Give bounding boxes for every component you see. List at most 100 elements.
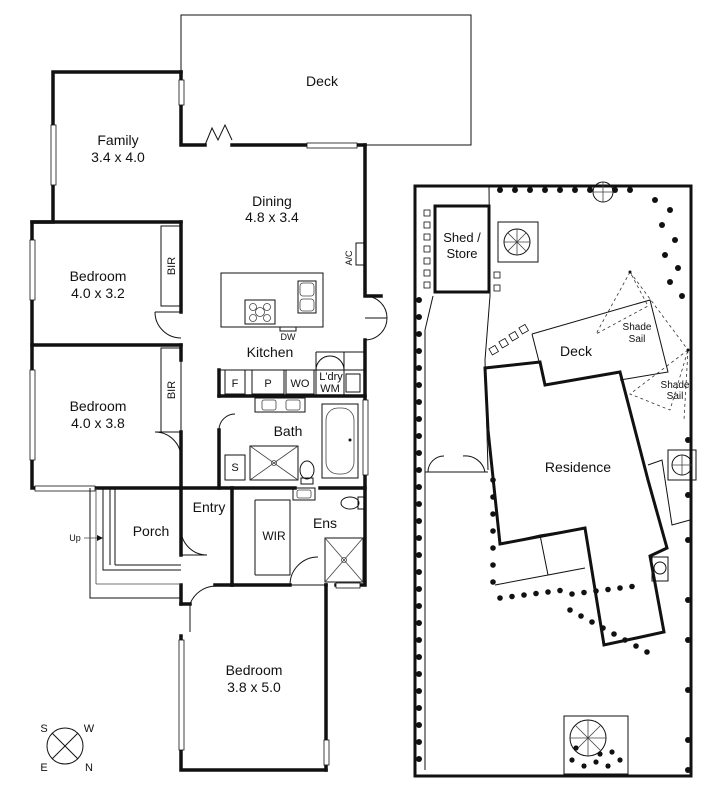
shrub-dot: [611, 631, 617, 637]
shrub-dot: [490, 477, 496, 483]
dw-label: DW: [281, 332, 296, 342]
shrub-dot: [416, 348, 422, 354]
shrub-dot: [685, 687, 691, 693]
deck-label: Deck: [306, 73, 339, 89]
shrub-dot: [627, 187, 633, 193]
fridge-label: F: [232, 378, 239, 390]
shrub-dot: [521, 592, 527, 598]
shrub-dot: [416, 620, 422, 626]
wall-oven-label: WO: [291, 378, 310, 390]
porch-label: Porch: [133, 523, 170, 539]
shrub-dot: [672, 237, 678, 243]
shrub-dot: [569, 591, 575, 597]
shrub-dot: [675, 265, 681, 271]
shrub-dot: [605, 763, 611, 769]
shrub-dot: [416, 756, 422, 762]
compass: S W E N: [40, 723, 94, 774]
doors: [154, 123, 388, 632]
ensuite-label: Ens: [313, 515, 337, 531]
family-dims: 3.4 x 4.0: [91, 149, 145, 165]
shrub-dot: [685, 492, 691, 498]
windows: [29, 79, 369, 766]
washing-machine-label: WM: [320, 383, 340, 395]
dining-label: Dining: [252, 193, 292, 209]
shrub-dot: [557, 187, 563, 193]
shrub-dot: [667, 207, 673, 213]
shrub-dot: [416, 331, 422, 337]
cooktop: [244, 299, 276, 325]
shrub-dot: [652, 197, 658, 203]
shrub-dot: [416, 450, 422, 456]
shrub-dot: [605, 586, 611, 593]
shrub-dot: [679, 293, 685, 299]
bir2-label: BIR: [166, 381, 178, 399]
shrub-dot: [667, 279, 673, 285]
family-label: Family: [97, 132, 138, 148]
shrub-dot: [490, 494, 496, 500]
shrub-dot: [416, 637, 422, 643]
shrub-dot: [416, 314, 422, 320]
residence-footprint: [483, 360, 669, 647]
shrub-dot: [685, 767, 691, 773]
shrub-dot: [617, 757, 623, 763]
site-plan: Shed / Store Deck: [413, 181, 697, 778]
shrubs: [416, 187, 691, 773]
shrub-dot: [629, 583, 635, 590]
shrub-dot: [416, 552, 422, 558]
shade-sail-1b: Sail: [629, 334, 646, 345]
bedroom2-dims: 4.0 x 3.8: [71, 415, 125, 431]
shrub-dot: [416, 705, 422, 711]
bir-closet-1: [160, 225, 182, 307]
shrub-dot: [557, 587, 563, 594]
shrub-dot: [578, 613, 584, 619]
shrub-dot: [416, 688, 422, 694]
shrub-dot: [490, 528, 496, 534]
shrub-dot: [527, 187, 533, 193]
washing-machine: [345, 373, 361, 393]
shrub-dot: [609, 749, 615, 755]
shrub-dot: [416, 671, 422, 677]
bedroom2-label: Bedroom: [70, 398, 127, 414]
shrub-dot: [533, 590, 539, 597]
porch: [84, 488, 181, 599]
shrub-dot: [581, 763, 587, 769]
shrub-dot: [685, 537, 691, 543]
shed-label-2: Store: [446, 246, 477, 261]
bedroom3-dims: 3.8 x 5.0: [227, 679, 281, 695]
shrub-dot: [685, 597, 691, 603]
paver-column: [423, 209, 530, 356]
dining-dims: 4.8 x 3.4: [245, 209, 299, 225]
shrub-dot: [509, 593, 515, 600]
bedroom1-dims: 4.0 x 3.2: [71, 285, 125, 301]
shrub-dot: [622, 637, 628, 643]
shrub-dot: [542, 187, 548, 193]
shrub-dot: [416, 722, 422, 728]
shrub-dot: [512, 187, 518, 193]
deck-outline: [180, 14, 472, 146]
shrub-dot: [633, 643, 639, 649]
shrub-dot: [593, 588, 599, 594]
shrub-dot: [416, 739, 422, 745]
shrub-dot: [597, 751, 603, 757]
shrub-dot: [416, 416, 422, 422]
floor-plan: Deck Family 3.4 x 4.0 Dining 4.8 x 3.4 K…: [29, 14, 472, 772]
shrub-dot: [581, 589, 587, 596]
shrub-dot: [685, 637, 691, 643]
kitchen-label: Kitchen: [247, 344, 294, 360]
shrub-dot: [416, 501, 422, 507]
site-deck-label: Deck: [560, 343, 593, 359]
shrub-dot: [416, 603, 422, 609]
shrub-dot: [573, 745, 579, 751]
residence-label: Residence: [545, 459, 611, 475]
shrub-dot: [416, 535, 422, 541]
shrub-dot: [659, 222, 665, 228]
shrub-dot: [572, 187, 578, 193]
shrub-dot: [497, 595, 503, 601]
pantry-label: P: [264, 378, 271, 390]
shrub-dot: [490, 562, 496, 568]
shrub-dot: [644, 649, 650, 655]
shrub-dot: [416, 382, 422, 388]
ensuite-fixtures: [254, 487, 365, 583]
shrub-dot: [416, 484, 422, 490]
